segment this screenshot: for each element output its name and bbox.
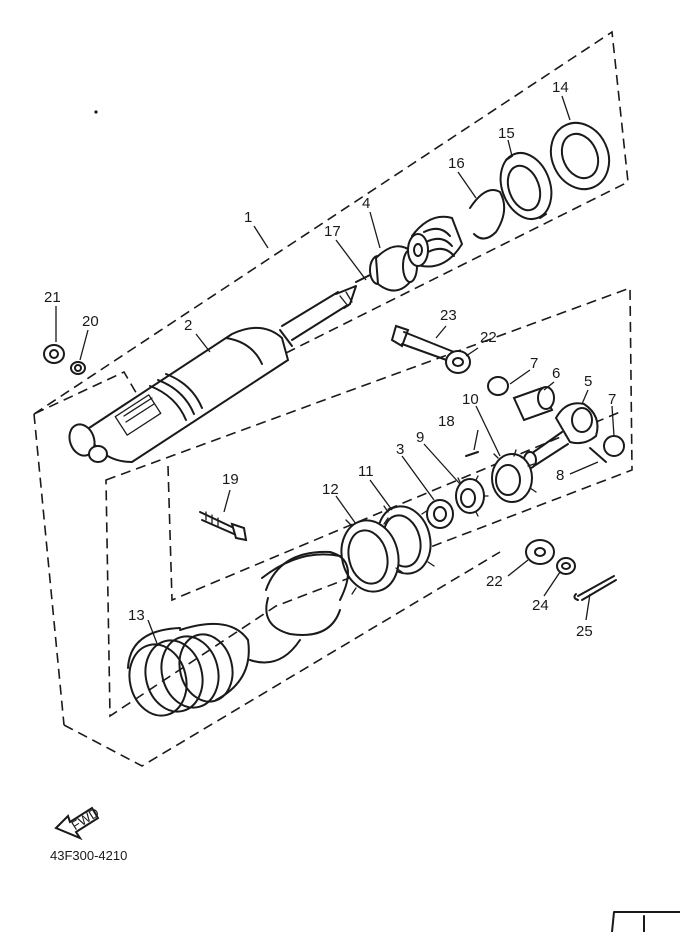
locknut-large: [491, 449, 537, 503]
locknut-small: [455, 475, 489, 517]
callout-25: 25: [576, 623, 593, 640]
callout-1: 1: [244, 209, 252, 226]
nut: [43, 344, 65, 364]
coil-spring: [127, 550, 349, 717]
stray-dot: [94, 110, 98, 114]
callout-4: 4: [362, 195, 370, 212]
shock-absorber-body: [68, 285, 357, 464]
callout-22a: 22: [480, 329, 497, 346]
assembly-outline-inner: [105, 286, 633, 718]
callout-21: 21: [44, 289, 61, 306]
spring-adjuster-ring: [340, 517, 403, 595]
callout-9: 9: [416, 429, 424, 446]
fwd-label: FWD: [69, 805, 102, 833]
mounting-bolt: [199, 511, 248, 542]
spacer-washer: [426, 499, 454, 529]
callout-23: 23: [440, 307, 457, 324]
callout-2: 2: [184, 317, 192, 334]
washer-small: [70, 361, 86, 375]
callout-16: 16: [448, 155, 465, 172]
callout-22b: 22: [486, 573, 503, 590]
callout-11: 11: [358, 463, 374, 480]
callout-10: 10: [462, 391, 479, 408]
key-pin: [465, 451, 479, 457]
callout-15: 15: [498, 125, 515, 142]
callout-19: 19: [222, 471, 239, 488]
preload-adjuster: [407, 215, 464, 268]
seal-ring: [549, 121, 611, 191]
callout-20: 20: [82, 313, 99, 330]
callout-14: 14: [552, 79, 569, 96]
collar-upper: [445, 350, 471, 374]
callout-7b: 7: [608, 391, 616, 408]
washer-lower: [556, 557, 576, 575]
bushing-small-left: [487, 376, 509, 396]
spring-seat-upper: [499, 152, 553, 220]
callout-24: 24: [532, 597, 549, 614]
bushing-small-right: [603, 435, 625, 457]
cotter-pin: [573, 575, 617, 601]
collar-lower: [525, 539, 555, 565]
pivot-bolt: [390, 324, 455, 363]
leader-lines: [55, 95, 615, 647]
callout-18: 18: [438, 413, 455, 430]
callout-3: 3: [396, 441, 404, 458]
callout-labels: 1 2 3 4 5 6 7 7 8 9 10 11 12 13 14 15 16…: [44, 79, 616, 640]
callout-12: 12: [322, 481, 339, 498]
callout-7a: 7: [530, 355, 538, 372]
diagram-code: 43F300-4210: [50, 848, 127, 863]
callout-17: 17: [324, 223, 341, 240]
circlip: [469, 189, 506, 240]
assembly-outline-outer: [33, 30, 629, 767]
corner-mark: [611, 911, 680, 932]
callout-5: 5: [584, 373, 592, 390]
bushing-large: [512, 386, 555, 422]
callout-8: 8: [556, 467, 564, 484]
callout-13: 13: [128, 607, 145, 624]
forward-arrow-icon: FWD: [54, 805, 102, 841]
callout-6: 6: [552, 365, 560, 382]
